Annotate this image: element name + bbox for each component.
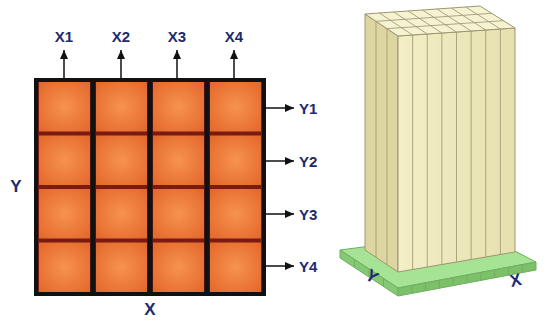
grid-border: [36, 80, 264, 294]
grid-cell: [153, 243, 204, 293]
grid-cell: [39, 136, 90, 186]
grid-cell: [96, 82, 147, 132]
column-tower: [340, 6, 536, 296]
axis-index-label: X1: [55, 29, 73, 44]
axis-index-label: X2: [112, 29, 130, 44]
grid-panel: [36, 80, 264, 294]
grid-cell: [96, 136, 147, 186]
axis-index-label: Y2: [299, 154, 317, 169]
axis-label: X: [144, 301, 155, 318]
grid-cell: [39, 82, 90, 132]
axis-index-label: X3: [168, 29, 186, 44]
grid-cell: [39, 243, 90, 293]
grid-cell: [210, 243, 261, 293]
grid-cell: [153, 136, 204, 186]
grid-cell: [39, 189, 90, 239]
grid-back: [36, 80, 264, 294]
column-divider: [148, 80, 153, 294]
axis-index-label: Y4: [299, 259, 317, 274]
grid-cell: [96, 189, 147, 239]
column-divider: [205, 80, 210, 294]
grid-cell: [153, 82, 204, 132]
grid-cell: [210, 136, 261, 186]
axis-index-label: Y1: [299, 101, 317, 116]
axis-index-label: Y3: [299, 207, 317, 222]
column-divider: [91, 80, 96, 294]
grid-cell: [96, 243, 147, 293]
axis-label: X: [509, 271, 524, 290]
grid-cell: [153, 189, 204, 239]
grid-cell: [210, 189, 261, 239]
axis-index-label: X4: [225, 29, 243, 44]
grid-cell: [210, 82, 261, 132]
axis-label: Y: [10, 178, 21, 195]
axis-arrows: [64, 50, 294, 266]
